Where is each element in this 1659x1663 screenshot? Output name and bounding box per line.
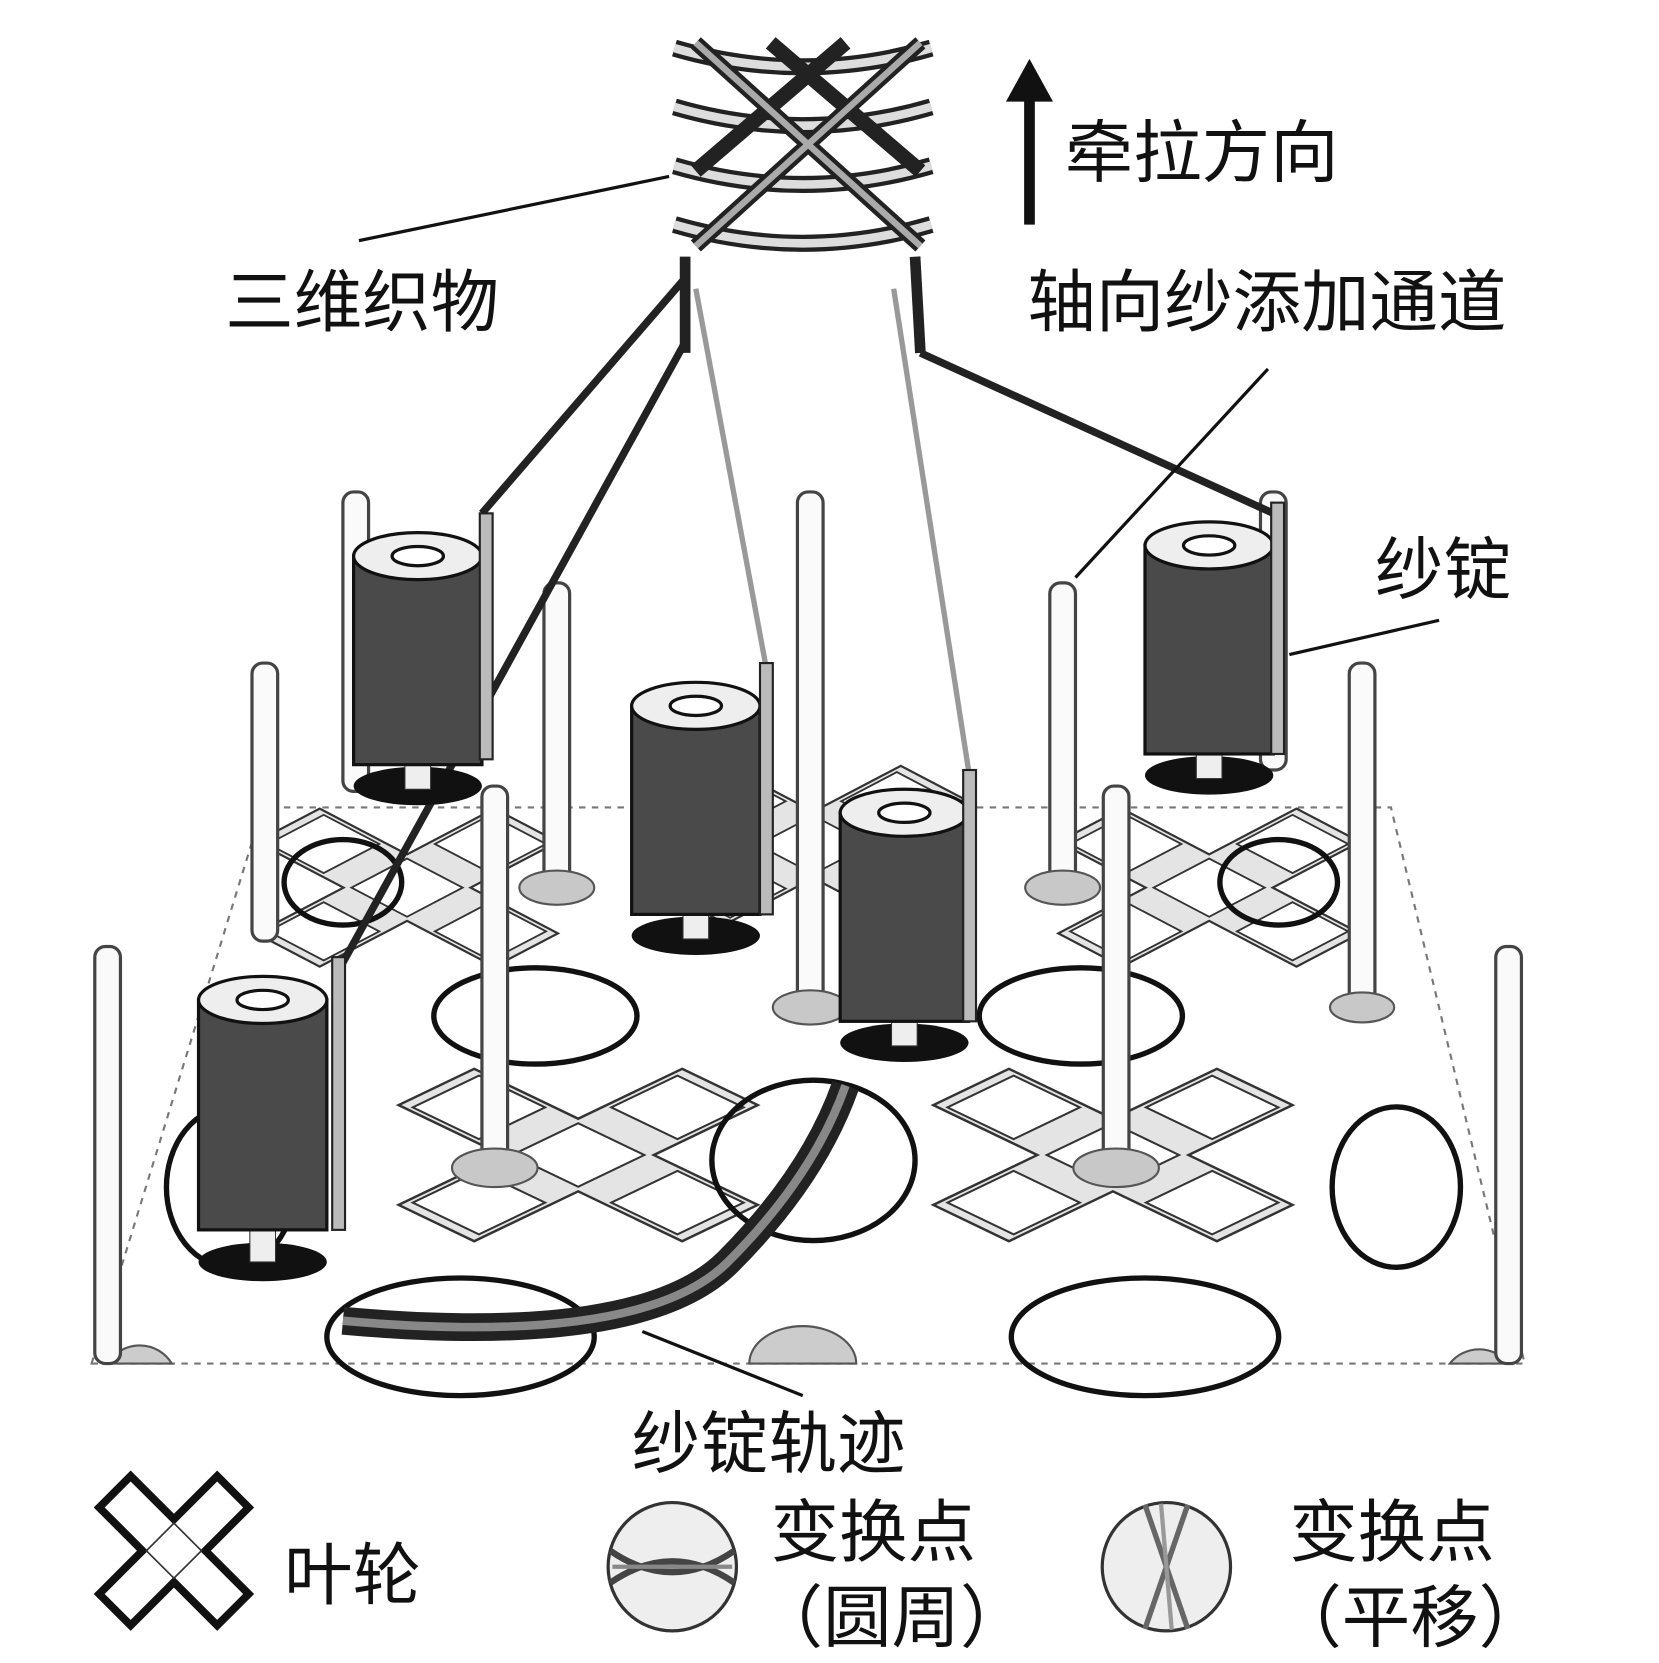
pull-direction-arrow — [1005, 58, 1054, 225]
label-spindle-track: 纱锭轨迹 — [632, 1404, 906, 1484]
spindle — [838, 768, 978, 1062]
label-spindle: 纱锭 — [1375, 531, 1512, 611]
label-axial-yarn-channel: 轴向纱添加通道 — [1027, 263, 1506, 343]
legend: 叶轮 变换点 （圆周） 变换点 （平移） — [93, 1470, 1547, 1659]
label-pull-direction: 牵拉方向 — [1065, 113, 1339, 193]
legend-impeller-label: 叶轮 — [284, 1536, 421, 1616]
spindles — [196, 501, 1286, 1282]
spindle — [196, 956, 347, 1282]
legend-switch-circumferential-label: 变换点 — [771, 1493, 976, 1573]
spindle — [630, 661, 774, 956]
legend-switch-circumferential-sub: （圆周） — [755, 1579, 1029, 1659]
switch-point-circumferential-icon — [606, 1500, 739, 1633]
braided-fabric — [672, 37, 934, 354]
label-3d-fabric: 三维织物 — [225, 263, 499, 343]
legend-switch-translation-label: 变换点 — [1289, 1493, 1494, 1573]
platform — [90, 718, 1527, 1399]
impeller-legend-icon — [93, 1470, 255, 1631]
yarns — [339, 275, 1275, 965]
legend-switch-translation-sub: （平移） — [1273, 1579, 1547, 1659]
spindle — [1143, 501, 1286, 795]
switch-point-translation-icon — [1100, 1500, 1233, 1633]
spindle — [351, 512, 494, 806]
